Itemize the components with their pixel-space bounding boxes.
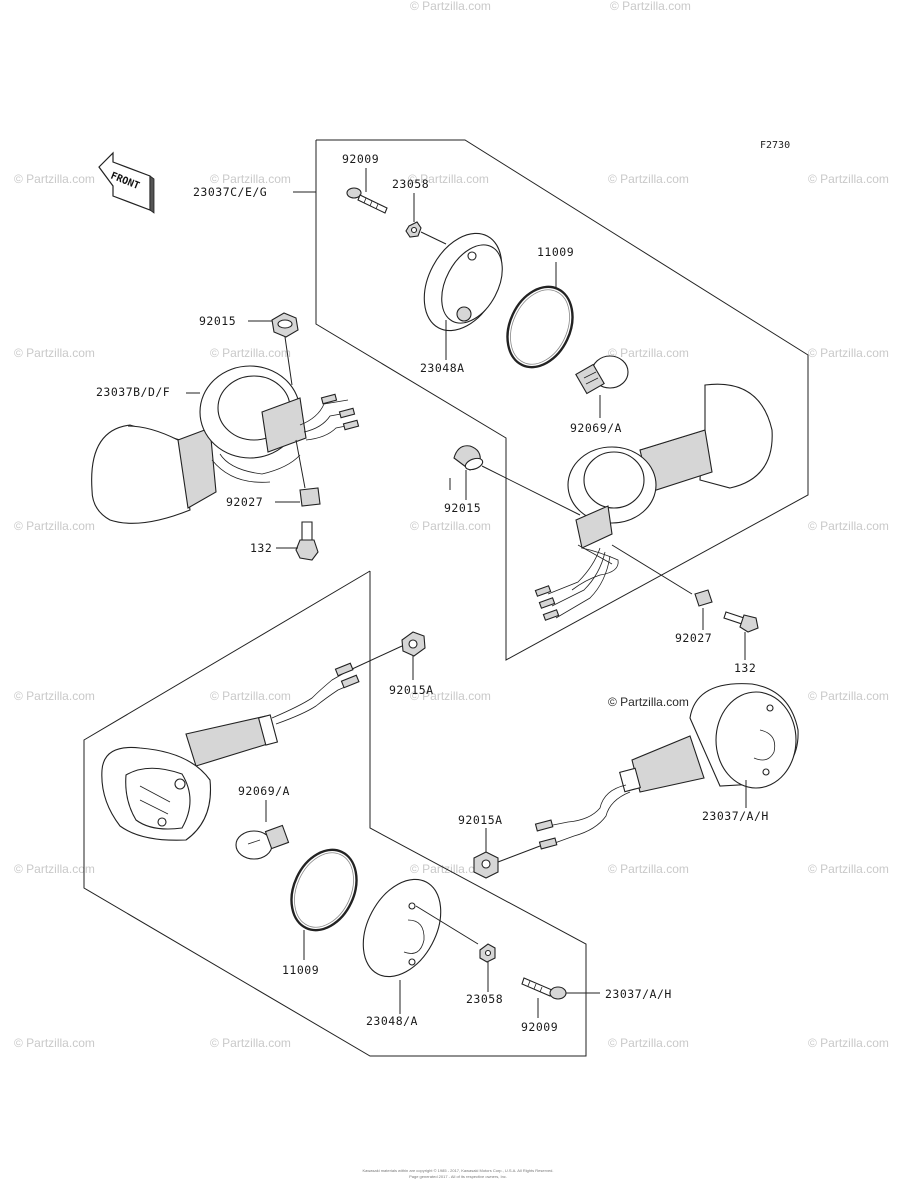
gasket-11009-top — [506, 285, 574, 369]
watermark: © Partzilla.com — [210, 172, 291, 186]
watermark: © Partzilla.com — [210, 1036, 291, 1050]
wire-connectors-right-front — [534, 547, 611, 621]
watermark: © Partzilla.com — [608, 172, 689, 186]
watermark: © Partzilla.com — [608, 1036, 689, 1050]
label-92009-top: 92009 — [342, 152, 379, 166]
wire-connectors-left-rear — [271, 662, 360, 725]
watermark: © Partzilla.com — [14, 862, 95, 876]
turn-signal-right-front — [567, 383, 773, 591]
watermark: © Partzilla.com — [14, 172, 95, 186]
screw-92009-bottom — [521, 977, 567, 1000]
watermark: © Partzilla.com — [808, 172, 889, 186]
label-92027-right: 92027 — [675, 631, 712, 645]
turn-signal-left-rear — [101, 714, 279, 841]
lens-23048a-top — [423, 232, 503, 332]
label-23037ceg: 23037C/E/G — [193, 185, 267, 199]
label-92015a-lower: 92015A — [458, 813, 503, 827]
bulb-92069a-top — [575, 355, 629, 395]
gasket-11009-bottom — [290, 848, 358, 932]
watermark: © Partzilla.com — [808, 346, 889, 360]
grommet-92027-right — [694, 589, 713, 607]
label-92069a-bottom: 92069/A — [238, 784, 290, 798]
watermark: © Partzilla.com — [408, 172, 489, 186]
footer-copyright: Kawasaki materials within are copyright … — [362, 1168, 553, 1173]
watermark: © Partzilla.com — [610, 0, 691, 13]
watermark-layer: © Partzilla.com © Partzilla.com © Partzi… — [14, 0, 889, 1050]
label-132-left: 132 — [250, 541, 272, 555]
watermark: © Partzilla.com — [608, 346, 689, 360]
watermark: © Partzilla.com — [210, 346, 291, 360]
watermark: © Partzilla.com — [608, 862, 689, 876]
label-23058-top: 23058 — [392, 177, 429, 191]
watermark-center: © Partzilla.com — [608, 695, 689, 709]
label-132-right: 132 — [734, 661, 756, 675]
footer-generated: Page generated 2017 - All of its respect… — [409, 1174, 507, 1179]
label-92015-left: 92015 — [199, 314, 236, 328]
wire-connectors-right-rear — [534, 784, 631, 850]
watermark: © Partzilla.com — [210, 689, 291, 703]
label-92015a-upper: 92015A — [389, 683, 434, 697]
figure-code: F2730 — [760, 140, 790, 151]
watermark: © Partzilla.com — [14, 519, 95, 533]
assembly-border-bottom — [83, 570, 587, 1057]
label-23037ah-bottom: 23037/A/H — [605, 987, 672, 1001]
watermark: © Partzilla.com — [410, 0, 491, 13]
nut-23058-top — [405, 221, 422, 238]
label-23037bdf: 23037B/D/F — [96, 385, 170, 399]
front-arrow-icon: FRONT — [98, 151, 155, 214]
watermark: © Partzilla.com — [410, 862, 491, 876]
label-11009-bottom: 11009 — [282, 963, 319, 977]
label-92009-bottom: 92009 — [521, 1020, 558, 1034]
turn-signal-left-front — [91, 365, 307, 524]
nut-23058-bottom — [479, 943, 496, 963]
watermark: © Partzilla.com — [808, 519, 889, 533]
watermark: © Partzilla.com — [808, 862, 889, 876]
cap-92015-center — [453, 445, 484, 471]
bolt-132-left — [295, 521, 319, 561]
watermark: © Partzilla.com — [410, 519, 491, 533]
wire-connectors-left-front — [299, 393, 360, 441]
label-92027-left: 92027 — [226, 495, 263, 509]
label-92069a-top: 92069/A — [570, 421, 622, 435]
lens-23048a-bottom — [362, 878, 442, 978]
watermark: © Partzilla.com — [14, 346, 95, 360]
watermark: © Partzilla.com — [808, 1036, 889, 1050]
label-23058-bottom: 23058 — [466, 992, 503, 1006]
watermark: © Partzilla.com — [14, 689, 95, 703]
grommet-92027-left — [299, 487, 321, 507]
label-92015-center: 92015 — [444, 501, 481, 515]
watermark: © Partzilla.com — [410, 689, 491, 703]
label-23037ah-right: 23037/A/H — [702, 809, 769, 823]
cap-92015-left — [271, 312, 299, 338]
bulb-92069a-bottom — [235, 824, 290, 860]
watermark: © Partzilla.com — [808, 689, 889, 703]
nut-92015a-lower — [473, 851, 499, 879]
label-23048a-bottom: 23048/A — [366, 1014, 418, 1028]
screw-92009-top — [346, 187, 388, 214]
assembly-border-top — [315, 139, 809, 661]
label-23048a-top: 23048A — [420, 361, 465, 375]
nut-92015a-upper — [401, 631, 426, 657]
bolt-132-right — [723, 611, 759, 633]
label-11009-top: 11009 — [537, 245, 574, 259]
turn-signal-right-rear — [619, 683, 799, 793]
watermark: © Partzilla.com — [14, 1036, 95, 1050]
